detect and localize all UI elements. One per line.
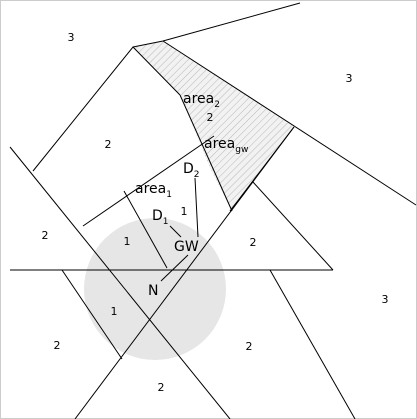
area2-label-sub: 2 [214, 100, 220, 110]
area1-label-sub: 1 [166, 190, 172, 200]
top-ridge-line [132, 2, 301, 48]
hatch-left-edge [179, 94, 233, 212]
area2-label: area2 [183, 91, 220, 110]
region-label-inner: 1 [181, 205, 188, 218]
area-gw-edge [229, 126, 295, 212]
lower-left-edge [61, 269, 123, 360]
coverage-circle [84, 218, 226, 360]
boundary-lines [9, 2, 417, 419]
point-d2-base: D [183, 161, 194, 177]
area2-label-base: area [183, 91, 214, 107]
point-d1-sub: 1 [163, 217, 169, 227]
region-label-upper-left: 2 [105, 138, 112, 151]
right-triangle-edge [252, 181, 334, 271]
region-label-left: 2 [42, 229, 49, 242]
hatched-region-area-gw [180, 95, 294, 211]
area-gw-label: areagw [204, 136, 248, 155]
area1-label-base: area [135, 181, 166, 197]
area-gw-label-sub: gw [235, 145, 248, 155]
inner-upper-edge [82, 135, 215, 227]
point-gw-label: GW [174, 239, 199, 255]
region-label-bottom-left: 2 [54, 339, 61, 352]
right-diagonal-line [162, 40, 417, 206]
inner-area1-edge [123, 190, 168, 269]
point-d1-label: D1 [152, 208, 169, 227]
point-d1-base: D [152, 208, 163, 224]
region-label-inner-lower: 1 [111, 305, 118, 318]
region-label-right: 3 [382, 293, 389, 306]
point-d2-sub: 2 [194, 170, 200, 180]
point-d2-label: D2 [183, 161, 200, 180]
point-n-label: N [148, 283, 158, 299]
lower-right-edge [269, 269, 356, 419]
region-label-mid-right: 2 [250, 236, 257, 249]
region-label-hatched-top: 2 [207, 111, 214, 124]
gw-to-n-line [160, 254, 189, 282]
upper-left-edge [32, 46, 181, 172]
region-label-top-right: 3 [346, 72, 353, 85]
d2-to-gw-line [194, 177, 199, 238]
d1-to-gw-line [169, 225, 182, 238]
long-diagonal-down [9, 146, 231, 419]
region-label-inner-left: 1 [124, 235, 131, 248]
area1-label: area1 [135, 181, 172, 200]
region-label-top-left: 3 [68, 31, 75, 44]
region-label-bottom-mid: 2 [246, 340, 253, 353]
area-gw-label-base: area [204, 136, 235, 152]
region-label-bottom: 2 [158, 381, 165, 394]
